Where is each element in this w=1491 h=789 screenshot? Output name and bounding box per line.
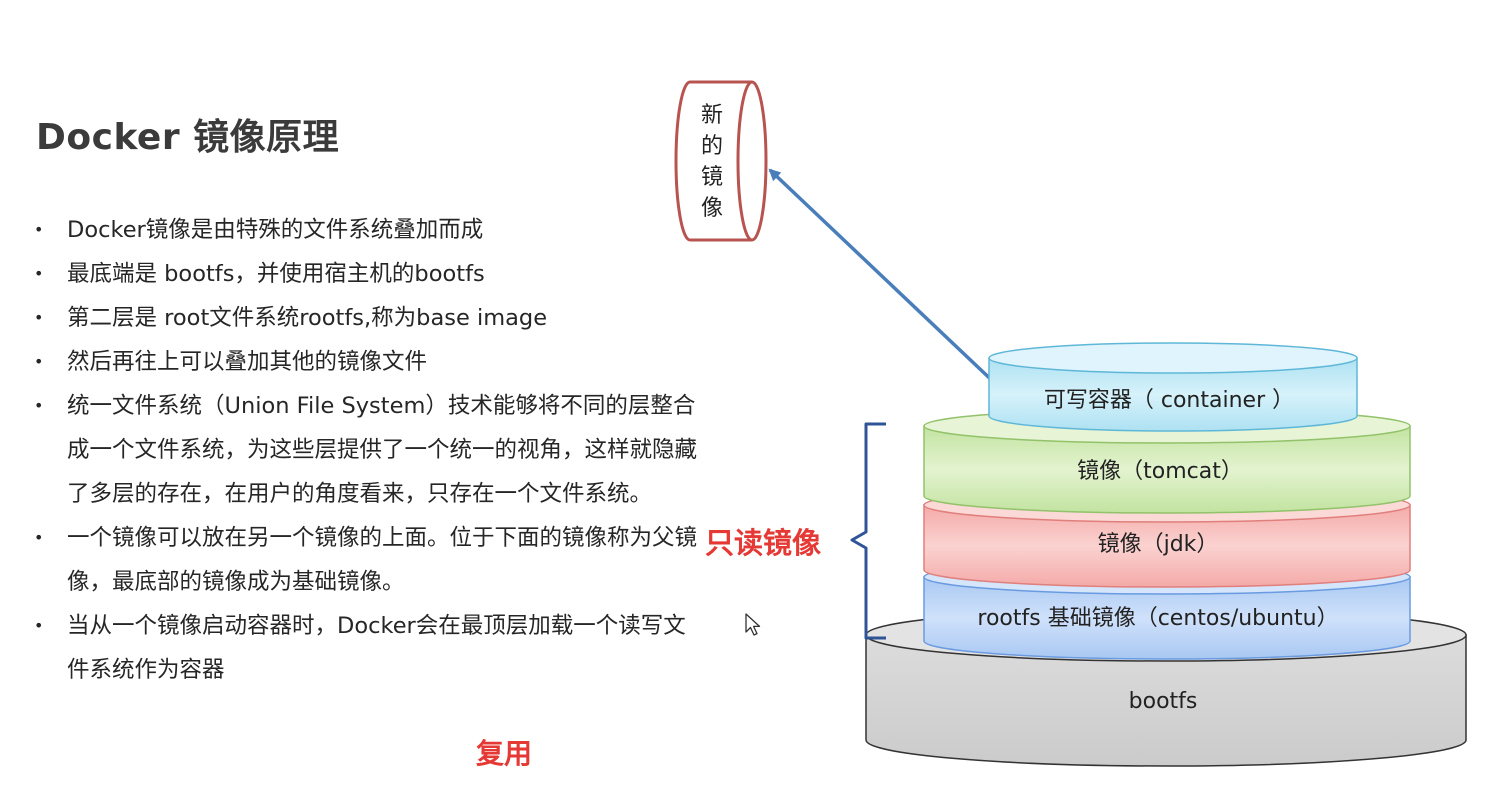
tomcat-layer-label: 镜像（tomcat） — [1077, 459, 1243, 484]
bullet-item: 最底端是 bootfs，并使用宿主机的bootfs — [30, 252, 700, 296]
container-layer — [988, 342, 1358, 432]
readonly-bracket — [850, 422, 886, 640]
bullet-item: 第二层是 root文件系统rootfs,称为base image — [30, 296, 700, 340]
page-title: Docker 镜像原理 — [36, 117, 340, 158]
bullet-list: Docker镜像是由特殊的文件系统叠加而成 最底端是 bootfs，并使用宿主机… — [30, 208, 700, 692]
bullet-item: 一个镜像可以放在另一个镜像的上面。位于下面的镜像称为父镜像，最底部的镜像成为基础… — [30, 516, 700, 604]
container-layer-label: 可写容器（ container ） — [1043, 388, 1295, 413]
readonly-label: 只读镜像 — [705, 526, 822, 560]
bullet-item: 当从一个镜像启动容器时，Docker会在最顶层加载一个读写文件系统作为容器 — [30, 604, 700, 692]
rootfs-layer-label: rootfs 基础镜像（centos/ubuntu） — [977, 606, 1339, 631]
new-image-label: 新 的 镜 像 — [700, 103, 723, 221]
reuse-note: 复用 — [476, 737, 533, 770]
mouse-cursor-icon — [745, 613, 761, 636]
bullet-item: 统一文件系统（Union File System）技术能够将不同的层整合成一个文… — [30, 384, 700, 516]
bullet-item: 然后再往上可以叠加其他的镜像文件 — [30, 340, 700, 384]
new-image-cylinder — [674, 80, 768, 242]
jdk-layer-label: 镜像（jdk） — [1097, 532, 1219, 557]
bullet-item: Docker镜像是由特殊的文件系统叠加而成 — [30, 208, 700, 252]
commit-arrow — [768, 168, 1002, 390]
bootfs-layer-label: bootfs — [1128, 689, 1198, 714]
